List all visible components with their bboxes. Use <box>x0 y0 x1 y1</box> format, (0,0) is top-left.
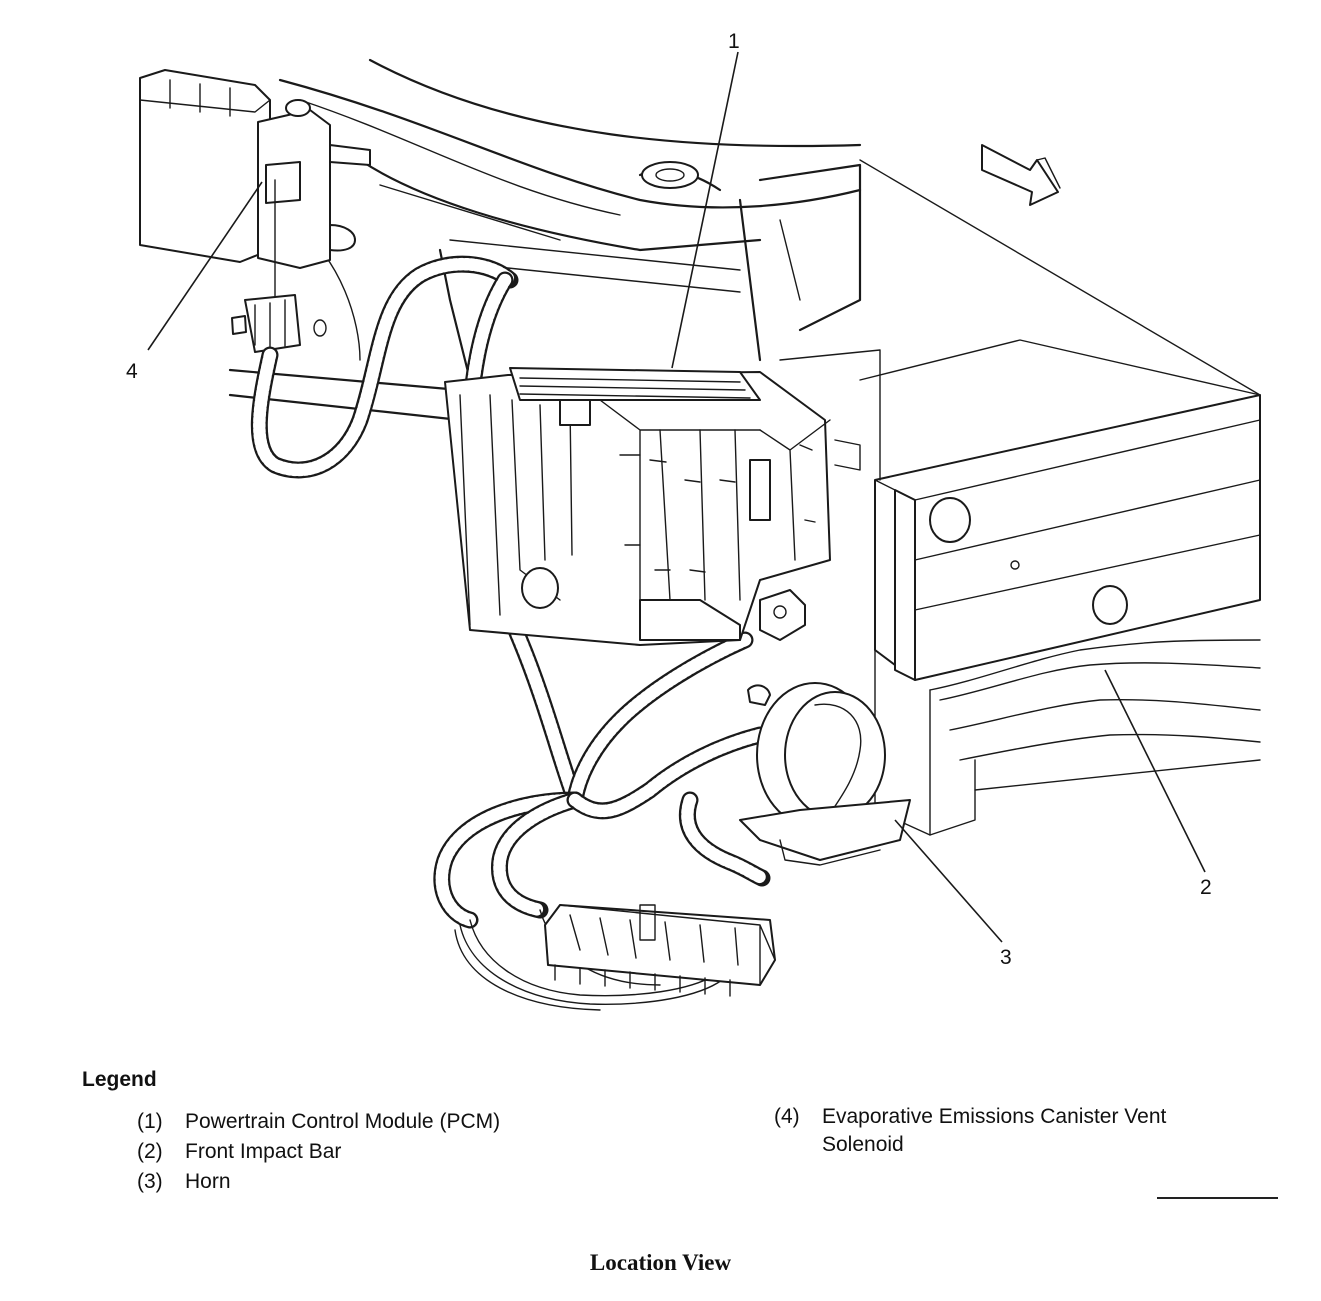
legend-item-number: (4) <box>774 1105 800 1128</box>
front-impact-bar <box>779 159 1261 836</box>
legend-item-number: (2) <box>137 1140 163 1163</box>
figure-caption: Location View <box>589 1250 732 1275</box>
callout-2: 2 <box>1200 876 1212 899</box>
legend-item-3: (3) Horn <box>137 1168 231 1196</box>
callout-1: 1 <box>728 30 740 53</box>
legend-item-2: (2) Front Impact Bar <box>137 1138 341 1166</box>
legend-item-label-line1: Evaporative Emissions Canister Vent <box>822 1105 1167 1128</box>
powertrain-control-module <box>444 367 861 646</box>
divider-rule <box>1157 1197 1278 1199</box>
location-diagram: 1 2 3 4 <box>126 30 1261 1011</box>
horn <box>739 682 911 866</box>
leader-lines <box>147 51 1206 943</box>
callout-3: 3 <box>1000 946 1012 969</box>
legend-item-label-line2: Solenoid <box>822 1133 904 1156</box>
legend-item-1: (1) Powertrain Control Module (PCM) <box>137 1108 500 1136</box>
legend-item-label: Powertrain Control Module (PCM) <box>185 1110 501 1133</box>
legend-item-number: (1) <box>137 1110 163 1133</box>
legend-item-label: Front Impact Bar <box>185 1140 342 1163</box>
legend-item-number: (3) <box>137 1170 163 1193</box>
evap-canister-vent-solenoid <box>139 69 371 353</box>
callout-4: 4 <box>126 360 138 383</box>
pcm-harness-connector <box>544 904 776 997</box>
legend-title: Legend <box>82 1068 157 1091</box>
legend-item-label: Horn <box>185 1170 231 1193</box>
direction-arrow-icon <box>981 144 1061 206</box>
